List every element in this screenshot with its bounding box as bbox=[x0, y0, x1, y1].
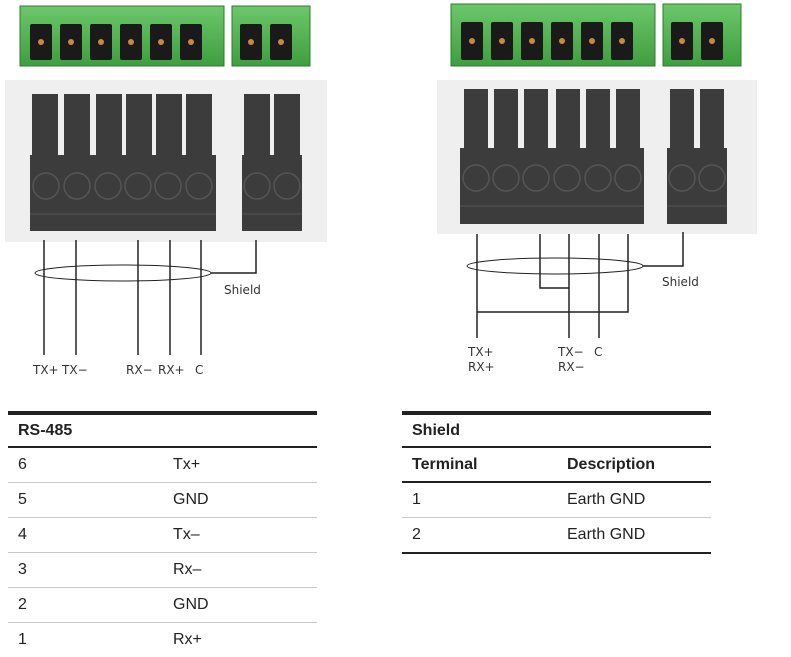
left-wire-label-tx-minus: TX− bbox=[61, 363, 88, 377]
shield-table-title: Shield bbox=[402, 413, 711, 447]
right-wire-labels: TX+ RX+ TX− RX− C bbox=[467, 345, 602, 374]
terminal-number: 2 bbox=[402, 518, 557, 554]
terminal-signal: GND bbox=[163, 588, 317, 623]
table-row: 2 GND bbox=[8, 588, 317, 623]
description-column-header: Description bbox=[557, 447, 711, 482]
terminal-description: Earth GND bbox=[557, 518, 711, 554]
left-wire-label-tx-plus: TX+ bbox=[32, 363, 59, 377]
left-wires bbox=[35, 240, 256, 355]
terminal-number: 5 bbox=[8, 483, 163, 518]
right-wire-label-rx-minus: RX− bbox=[558, 360, 585, 374]
table-row: 1 Rx+ bbox=[8, 623, 317, 657]
right-wire-label-tx-plus: TX+ bbox=[467, 345, 494, 359]
rs485-terminal-table: RS-485 6 Tx+ 5 GND 4 Tx– 3 Rx– 2 GND 1 R… bbox=[8, 411, 317, 657]
left-shield-label: Shield bbox=[224, 283, 261, 297]
terminal-number: 1 bbox=[8, 623, 163, 657]
left-wire-label-rx-plus: RX+ bbox=[158, 363, 185, 377]
right-plug-assembly bbox=[437, 80, 757, 234]
right-wire-label-c: C bbox=[594, 345, 602, 359]
table-row: 6 Tx+ bbox=[8, 447, 317, 483]
table-row: 5 GND bbox=[8, 483, 317, 518]
terminal-number: 3 bbox=[8, 553, 163, 588]
right-shield-label: Shield bbox=[662, 275, 699, 289]
table-row: 3 Rx– bbox=[8, 553, 317, 588]
left-wire-label-rx-minus: RX− bbox=[126, 363, 153, 377]
terminal-number: 2 bbox=[8, 588, 163, 623]
terminal-signal: Tx+ bbox=[163, 447, 317, 483]
left-connector-header bbox=[20, 6, 310, 66]
terminal-signal: Rx+ bbox=[163, 623, 317, 657]
right-wires bbox=[467, 232, 683, 338]
left-wire-label-c: C bbox=[195, 363, 203, 377]
terminal-column-header: Terminal bbox=[402, 447, 557, 482]
terminal-description: Earth GND bbox=[557, 482, 711, 518]
terminal-number: 1 bbox=[402, 482, 557, 518]
terminal-signal: Tx– bbox=[163, 518, 317, 553]
terminal-signal: GND bbox=[163, 483, 317, 518]
terminal-number: 4 bbox=[8, 518, 163, 553]
terminal-number: 6 bbox=[8, 447, 163, 483]
right-wire-label-rx-plus: RX+ bbox=[468, 360, 495, 374]
rs485-table-title: RS-485 bbox=[8, 413, 317, 447]
left-wire-labels: TX+ TX− RX− RX+ C bbox=[32, 363, 203, 377]
table-row: 2 Earth GND bbox=[402, 518, 711, 554]
shield-terminal-table: Shield Terminal Description 1 Earth GND … bbox=[402, 411, 711, 554]
right-connector-header bbox=[451, 4, 741, 66]
left-plug-assembly bbox=[5, 80, 327, 242]
right-wire-label-tx-minus: TX− bbox=[557, 345, 584, 359]
terminal-signal: Rx– bbox=[163, 553, 317, 588]
table-row: 4 Tx– bbox=[8, 518, 317, 553]
wiring-diagrams: Shield TX+ TX− RX− RX+ C bbox=[0, 0, 791, 400]
table-row: 1 Earth GND bbox=[402, 482, 711, 518]
